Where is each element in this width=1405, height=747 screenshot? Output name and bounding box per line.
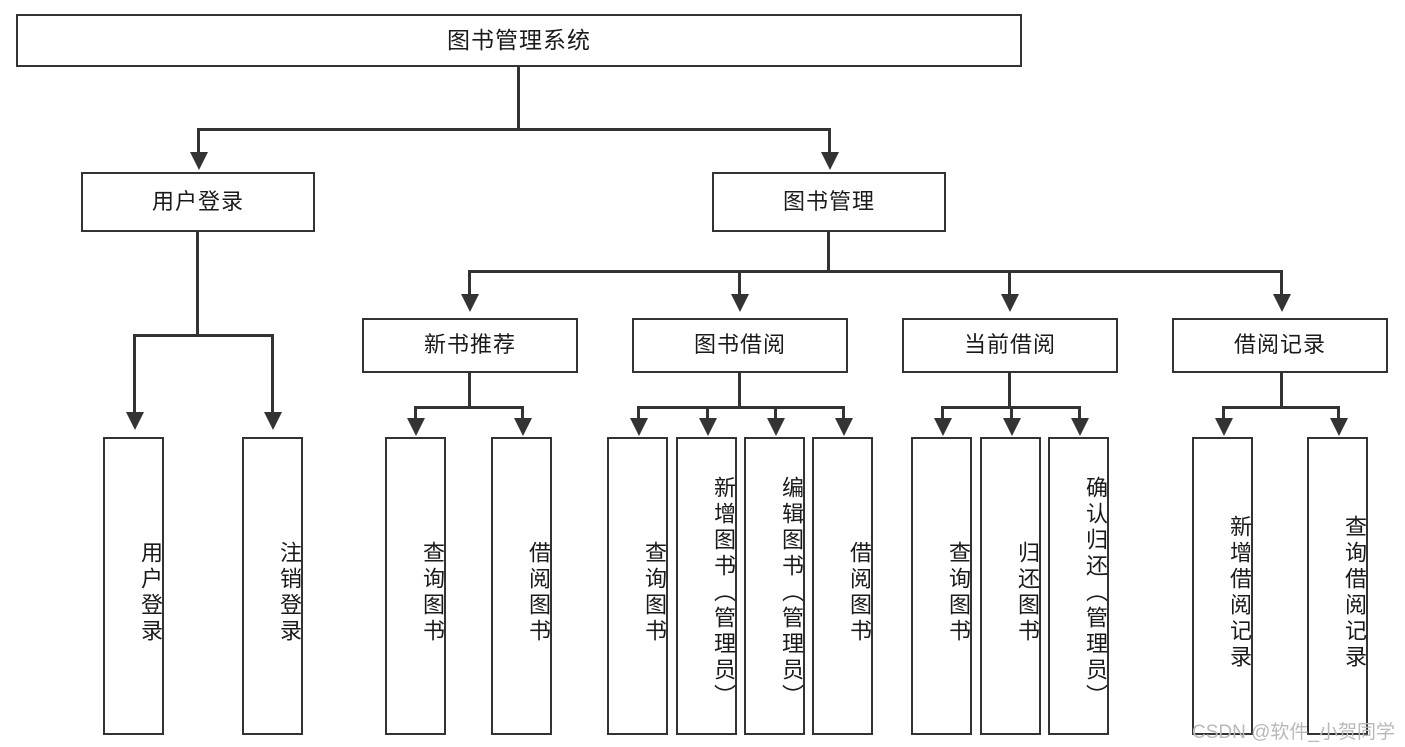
arrow-record-to-leaf1	[1215, 418, 1233, 436]
arrow-user-to-leaf1	[126, 412, 144, 430]
connector-new-bar	[414, 406, 524, 409]
leaf-record-add-record[interactable]: 新增借阅记录	[1192, 437, 1253, 735]
node-book-management[interactable]: 图书管理	[712, 172, 946, 232]
connector-book-to-current	[1008, 270, 1011, 298]
connector-user-stem	[196, 232, 199, 336]
connector-user-to-leaf2	[271, 334, 274, 416]
connector-record-to-leaf1	[1222, 406, 1225, 422]
arrow-root-to-book	[821, 152, 839, 170]
node-borrow-record[interactable]: 借阅记录	[1172, 318, 1388, 373]
connector-borrow-to-leaf2	[706, 406, 709, 422]
leaf-current-query-book[interactable]: 查询图书	[911, 437, 972, 735]
connector-new-stem	[468, 373, 471, 409]
node-user-login[interactable]: 用户登录	[81, 172, 315, 232]
connector-new-to-leaf2	[521, 406, 524, 422]
arrow-new-to-leaf1	[407, 418, 425, 436]
arrow-user-to-leaf2	[264, 412, 282, 430]
arrow-current-to-leaf3	[1071, 418, 1089, 436]
arrow-book-to-borrow	[731, 294, 749, 312]
leaf-record-query-record[interactable]: 查询借阅记录	[1307, 437, 1368, 735]
arrow-book-to-new	[461, 294, 479, 312]
arrow-record-to-leaf2	[1330, 418, 1348, 436]
connector-borrow-to-leaf4	[842, 406, 845, 422]
node-book-borrow[interactable]: 图书借阅	[632, 318, 848, 373]
watermark-text: CSDN @软件_小贺同学	[1192, 722, 1395, 743]
node-root[interactable]: 图书管理系统	[16, 14, 1022, 67]
leaf-current-return-book[interactable]: 归还图书	[980, 437, 1041, 735]
connector-record-stem	[1280, 373, 1283, 409]
arrow-book-to-current	[1001, 294, 1019, 312]
leaf-new-borrow-book[interactable]: 借阅图书	[491, 437, 552, 735]
leaf-borrow-query-book[interactable]: 查询图书	[607, 437, 668, 735]
connector-new-to-leaf1	[414, 406, 417, 422]
connector-borrow-to-leaf1	[637, 406, 640, 422]
connector-record-bar	[1222, 406, 1340, 409]
connector-book-stem	[827, 232, 830, 272]
leaf-new-query-book[interactable]: 查询图书	[385, 437, 446, 735]
node-new-book-recommend[interactable]: 新书推荐	[362, 318, 578, 373]
connector-book-to-record	[1280, 270, 1283, 298]
leaf-borrow-edit-book[interactable]: 编辑图书（管理员）	[744, 437, 805, 735]
arrow-current-to-leaf1	[934, 418, 952, 436]
connector-user-to-leaf1	[133, 334, 136, 416]
connector-user-bar	[133, 334, 273, 337]
arrow-borrow-to-leaf1	[630, 418, 648, 436]
connector-borrow-to-leaf3	[774, 406, 777, 422]
leaf-borrow-add-book[interactable]: 新增图书（管理员）	[676, 437, 737, 735]
arrow-borrow-to-leaf2	[699, 418, 717, 436]
connector-book-to-borrow	[738, 270, 741, 298]
connector-current-to-leaf1	[941, 406, 944, 422]
arrow-borrow-to-leaf4	[835, 418, 853, 436]
connector-root-bar	[197, 128, 831, 131]
connector-root-to-book	[828, 128, 831, 156]
leaf-borrow-borrow-book[interactable]: 借阅图书	[812, 437, 873, 735]
connector-book-to-new	[468, 270, 471, 298]
connector-current-to-leaf2	[1010, 406, 1013, 422]
node-current-borrow[interactable]: 当前借阅	[902, 318, 1118, 373]
leaf-user-logout[interactable]: 注销登录	[242, 437, 303, 735]
leaf-current-confirm-return[interactable]: 确认归还（管理员）	[1048, 437, 1109, 735]
leaf-user-login[interactable]: 用户登录	[103, 437, 164, 735]
connector-current-stem	[1008, 373, 1011, 409]
arrow-borrow-to-leaf3	[767, 418, 785, 436]
connector-record-to-leaf2	[1337, 406, 1340, 422]
arrow-current-to-leaf2	[1003, 418, 1021, 436]
connector-current-to-leaf3	[1078, 406, 1081, 422]
arrow-book-to-record	[1273, 294, 1291, 312]
arrow-root-to-user	[190, 152, 208, 170]
connector-book-bar	[468, 270, 1283, 273]
connector-borrow-bar	[637, 406, 844, 409]
connector-root-stem	[517, 67, 520, 129]
arrow-new-to-leaf2	[514, 418, 532, 436]
connector-borrow-stem	[738, 373, 741, 409]
connector-root-to-user	[197, 128, 200, 156]
